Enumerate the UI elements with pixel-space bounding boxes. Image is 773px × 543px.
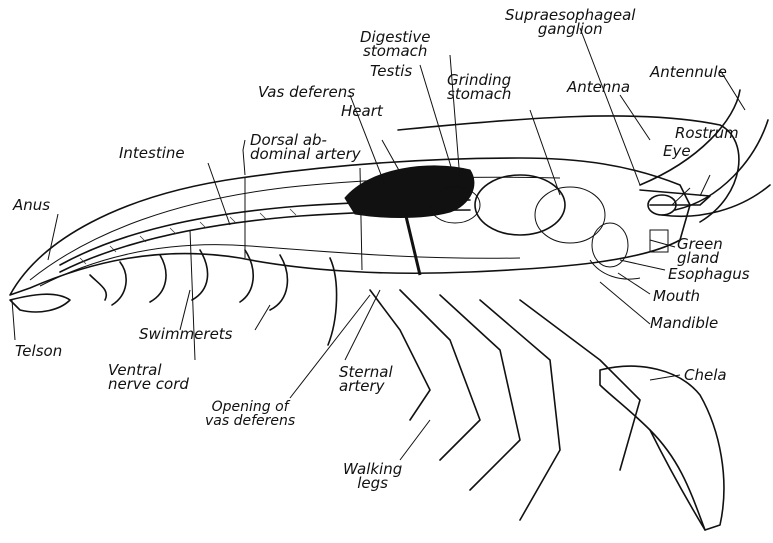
label-walking-legs: Walking legs bbox=[343, 462, 402, 490]
label-anus: Anus bbox=[13, 198, 50, 212]
label-testis: Testis bbox=[370, 64, 412, 78]
label-antennule: Antennule bbox=[650, 65, 727, 79]
label-intestine: Intestine bbox=[119, 146, 185, 160]
label-grinding-stomach: Grinding stomach bbox=[447, 73, 511, 101]
label-heart: Heart bbox=[341, 104, 383, 118]
label-esophagus: Esophagus bbox=[668, 267, 750, 281]
label-green-gland: Green gland bbox=[677, 237, 723, 265]
label-chela: Chela bbox=[684, 368, 727, 382]
heart-shape bbox=[345, 166, 474, 218]
label-supraesophageal-ganglion: Supraesophageal ganglion bbox=[505, 8, 635, 36]
label-opening-of-vas-deferens: Opening of vas deferens bbox=[205, 400, 295, 428]
walking-legs-drawing bbox=[370, 290, 640, 520]
sternal-artery-line bbox=[405, 212, 420, 275]
label-swimmerets: Swimmerets bbox=[139, 327, 233, 341]
label-ventral-nerve-cord: Ventral nerve cord bbox=[108, 363, 189, 391]
label-mandible: Mandible bbox=[650, 316, 718, 330]
label-mouth: Mouth bbox=[653, 289, 700, 303]
label-digestive-stomach: Digestive stomach bbox=[360, 30, 430, 58]
label-eye: Eye bbox=[663, 144, 691, 158]
label-antenna: Antenna bbox=[567, 80, 630, 94]
label-rostrum: Rostrum bbox=[675, 126, 739, 140]
label-dorsal-abdominal-artery: Dorsal ab- dominal artery bbox=[250, 133, 361, 161]
body-outline bbox=[10, 158, 690, 295]
telson-shape bbox=[10, 294, 70, 312]
label-telson: Telson bbox=[15, 344, 62, 358]
chela-shape bbox=[600, 366, 724, 530]
label-sternal-artery: Sternal artery bbox=[339, 365, 393, 393]
head-organs bbox=[590, 223, 668, 279]
label-vas-deferens: Vas deferens bbox=[258, 85, 355, 99]
